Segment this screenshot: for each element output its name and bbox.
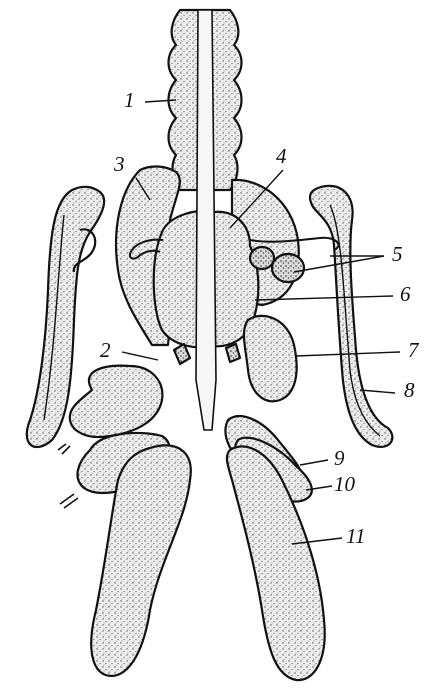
callout-11: 11: [346, 526, 365, 547]
small-round-organ-left: [250, 247, 274, 269]
callout-2: 2: [100, 340, 111, 361]
callout-9: 9: [334, 448, 345, 469]
callout-4: 4: [276, 146, 287, 167]
left-upper-mass: [70, 366, 163, 437]
small-round-organ-right: [272, 254, 304, 282]
right-knob: [226, 344, 240, 362]
callout-5: 5: [392, 244, 403, 265]
callout-3: 3: [114, 154, 125, 175]
lower-tube-stub: [60, 494, 78, 508]
central-column: [196, 10, 216, 430]
leader-9: [300, 460, 328, 465]
callout-8: 8: [404, 380, 415, 401]
callout-6: 6: [400, 284, 411, 305]
right-mass-7: [244, 316, 297, 401]
left-tube-stub: [58, 444, 70, 454]
callout-7: 7: [408, 340, 419, 361]
leader-8: [360, 390, 395, 393]
callout-1: 1: [124, 90, 135, 111]
leader-2: [122, 352, 158, 360]
right-tubular-organ: [310, 186, 392, 447]
callout-10: 10: [334, 474, 355, 495]
